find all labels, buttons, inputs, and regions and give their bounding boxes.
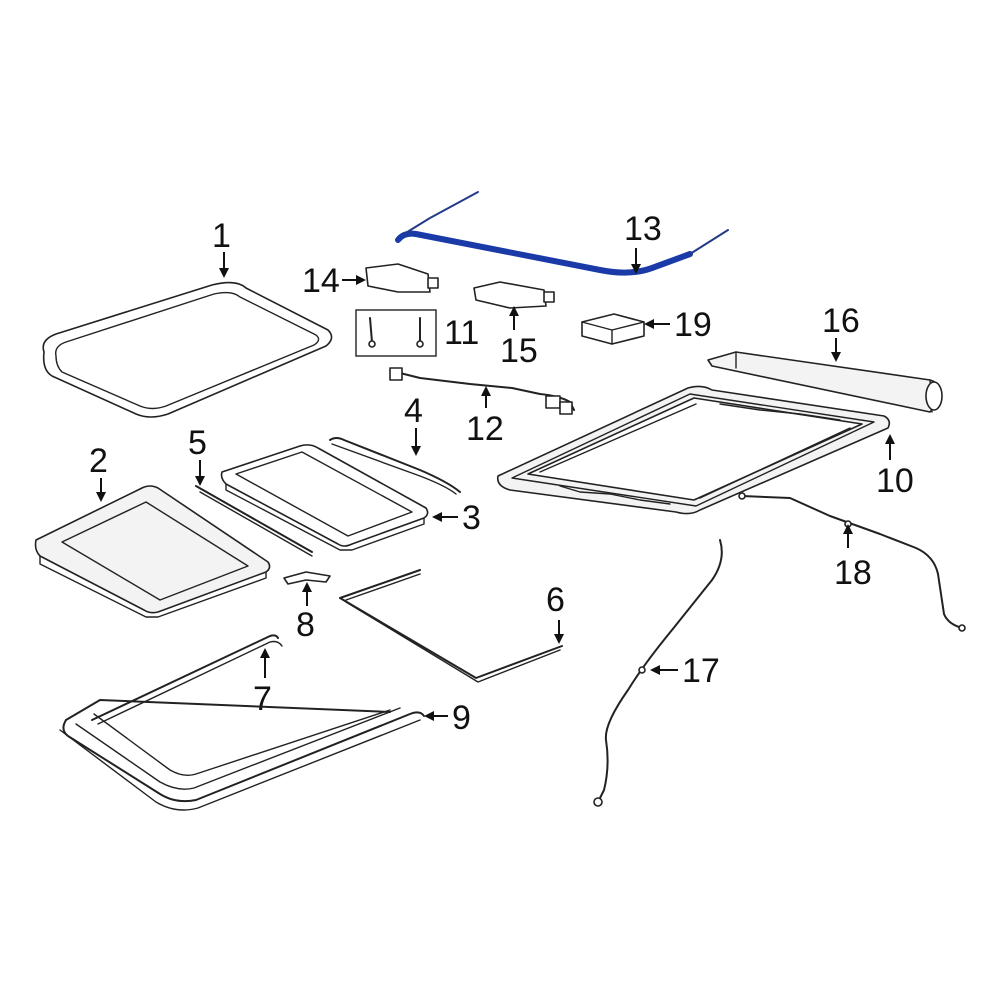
svg-text:15: 15	[500, 332, 538, 370]
svg-text:17: 17	[682, 652, 720, 690]
svg-text:1: 1	[212, 217, 231, 255]
part-7-weatherstrip[interactable]	[91, 634, 283, 725]
callout-14: 14	[302, 262, 366, 300]
callout-8: 8	[296, 582, 315, 644]
callout-1: 1	[212, 217, 231, 278]
callout-17: 17	[650, 652, 720, 690]
svg-text:16: 16	[822, 302, 860, 340]
svg-text:12: 12	[466, 410, 504, 448]
part-4-wind-deflector[interactable]	[329, 437, 461, 495]
part-9-seal-frame[interactable]	[59, 699, 425, 811]
part-12-wiring-harness[interactable]	[389, 367, 575, 415]
part-15-motor[interactable]	[473, 281, 555, 309]
callout-18: 18	[834, 524, 872, 592]
callout-13: 13	[624, 210, 662, 274]
svg-text:2: 2	[89, 442, 108, 480]
callout-19: 19	[644, 306, 712, 344]
callout-16: 16	[822, 302, 860, 362]
svg-text:5: 5	[188, 424, 207, 462]
part-13-highlighted-seal[interactable]	[395, 191, 729, 276]
part-19-control-module[interactable]	[581, 313, 645, 345]
part-3-glass-assembly[interactable]	[220, 444, 429, 551]
callout-12: 12	[466, 386, 504, 448]
svg-text:9: 9	[452, 699, 471, 737]
part-10-sunroof-frame[interactable]	[496, 385, 891, 515]
part-11-bolts[interactable]	[355, 309, 437, 357]
part-1-glass-panel[interactable]	[42, 281, 333, 418]
svg-text:6: 6	[546, 581, 565, 619]
part-5-side-seal[interactable]	[195, 485, 313, 557]
svg-text:3: 3	[462, 499, 481, 537]
svg-text:7: 7	[253, 680, 272, 718]
part-14-motor[interactable]	[365, 263, 439, 293]
callout-4: 4	[404, 392, 423, 456]
callout-15: 15	[500, 306, 538, 370]
part-17-drain-hose[interactable]	[593, 539, 723, 807]
svg-text:11: 11	[444, 314, 479, 352]
callout-7: 7	[253, 648, 272, 718]
callout-3: 3	[432, 499, 481, 537]
callout-6: 6	[546, 581, 565, 644]
part-16-sunshade-roller[interactable]	[707, 351, 943, 413]
svg-text:18: 18	[834, 554, 872, 592]
svg-text:14: 14	[302, 262, 340, 300]
callout-11: 11	[444, 314, 479, 352]
svg-text:4: 4	[404, 392, 423, 430]
svg-text:10: 10	[876, 462, 914, 500]
callout-10: 10	[876, 434, 914, 500]
svg-text:8: 8	[296, 606, 315, 644]
callout-2: 2	[89, 442, 108, 502]
part-8-clip[interactable]	[283, 571, 331, 585]
part-6-seal[interactable]	[339, 569, 563, 683]
callout-9: 9	[424, 699, 471, 737]
part-2-sunshade-panel[interactable]	[34, 485, 271, 618]
callout-5: 5	[188, 424, 207, 486]
svg-text:19: 19	[674, 306, 712, 344]
svg-text:13: 13	[624, 210, 662, 248]
